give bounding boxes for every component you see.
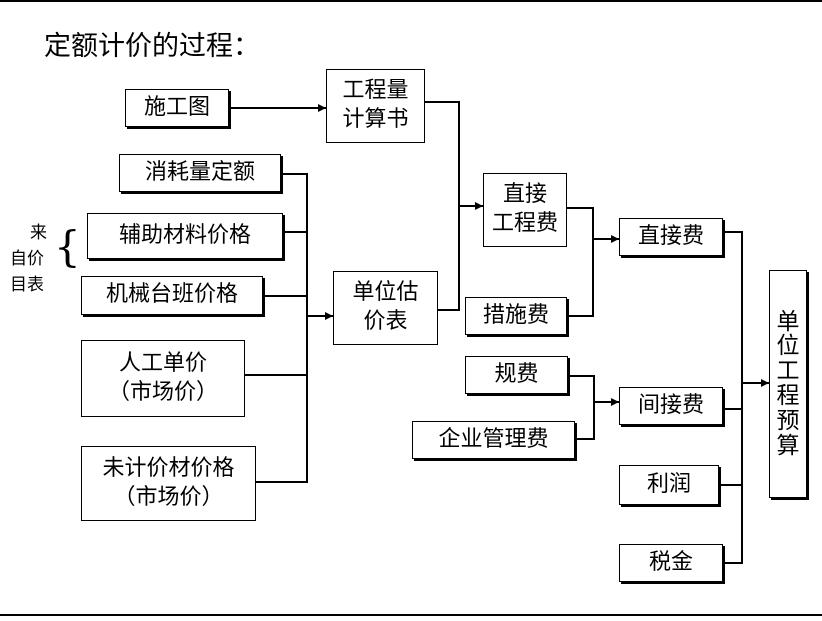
node-consumption-quota: 消耗量定额 [119, 154, 281, 192]
node-label-char: 算 [776, 432, 800, 459]
node-label: （市场价） [107, 379, 218, 405]
node-direct-cost: 直接费 [619, 218, 723, 256]
node-label: 单位估 [352, 280, 419, 306]
top-border [0, 0, 822, 2]
page-title: 定额计价的过程： [44, 31, 260, 62]
node-fees: 规费 [465, 356, 568, 394]
node-profit: 利润 [619, 465, 719, 505]
node-labor-unit-price: 人工单价 （市场价） [81, 340, 245, 417]
node-label: 未计价材价格 [102, 455, 235, 481]
node-label: 辅助材料价格 [118, 222, 251, 248]
node-label: 价表 [363, 309, 408, 334]
node-label: 人工单价 [118, 350, 207, 376]
side-label-1: 来 [30, 223, 47, 243]
node-construction-drawing: 施工图 [125, 89, 229, 127]
node-quantity-calculation-book: 工程量 计算书 [326, 69, 425, 143]
node-aux-material-price: 辅助材料价格 [87, 213, 283, 259]
curly-brace-icon: { [54, 222, 81, 271]
node-label: （市场价） [113, 484, 224, 510]
node-label: 措施费 [482, 302, 549, 328]
node-label: 间接费 [637, 392, 704, 418]
bottom-border [0, 614, 822, 616]
node-label: 规费 [494, 361, 539, 387]
node-label-char: 位 [776, 333, 800, 360]
node-direct-project-cost: 直接 工程费 [483, 173, 567, 247]
node-label-char: 单 [776, 308, 800, 335]
node-unpriced-material-price: 未计价材价格 （市场价） [81, 446, 256, 521]
node-label-char: 程 [776, 383, 800, 409]
node-label: 工程量 [342, 78, 409, 104]
node-label-char: 工 [776, 358, 800, 385]
node-label: 利润 [646, 471, 691, 497]
node-indirect-cost: 间接费 [619, 387, 723, 425]
side-label-2: 自价 [10, 249, 44, 269]
node-unit-project-budget: 单 位 工 程 预 算 [769, 270, 807, 498]
side-label-3: 目表 [10, 275, 44, 295]
node-label: 直接 [502, 182, 547, 208]
node-label: 计算书 [342, 107, 409, 132]
node-label: 企业管理费 [438, 426, 549, 452]
node-machine-shift-price: 机械台班价格 [81, 276, 263, 315]
node-unit-price-table: 单位估 价表 [333, 271, 438, 345]
node-label-char: 预 [776, 407, 800, 434]
node-label: 施工图 [143, 94, 210, 120]
node-label: 消耗量定额 [144, 159, 255, 185]
node-label: 税金 [648, 549, 693, 575]
node-measures-cost: 措施费 [465, 297, 567, 335]
node-tax: 税金 [619, 544, 723, 582]
node-enterprise-management-fee: 企业管理费 [412, 421, 575, 459]
node-label: 工程费 [491, 211, 558, 236]
node-label: 机械台班价格 [105, 282, 238, 308]
node-label: 直接费 [637, 223, 704, 249]
